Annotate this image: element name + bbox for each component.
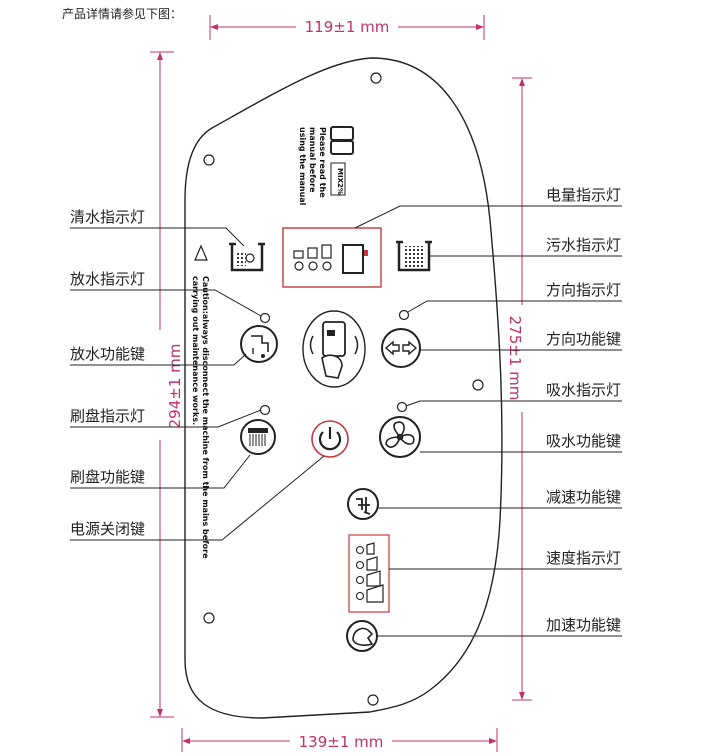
label-water-release-button: 放水功能键 [70, 345, 145, 363]
arrow-left-icon [384, 340, 400, 356]
water-release-button[interactable] [240, 325, 278, 363]
labels-right: 电量指示灯 污水指示灯 方向指示灯 方向功能键 吸水指示灯 吸水功能键 减速功能… [546, 186, 621, 634]
brush-icon [248, 428, 268, 433]
dimension-right: 275±1 mm [506, 77, 532, 701]
rabbit-icon [352, 627, 374, 646]
dirty-water-indicator-icon [396, 240, 432, 272]
mix-badge: MIX2% [330, 162, 346, 196]
svg-text:MIX2%: MIX2% [336, 168, 344, 195]
dimension-top-label: 119±1 mm [305, 18, 390, 36]
faucet-icon [251, 335, 269, 352]
suction-led [396, 401, 408, 413]
label-slow-down-button: 减速功能键 [546, 488, 621, 506]
speed-indicator-group [348, 534, 390, 613]
label-clean-water-indicator: 清水指示灯 [70, 208, 145, 226]
arrow-right-icon [402, 340, 418, 356]
label-suction-indicator: 吸水指示灯 [546, 381, 621, 399]
hand-icon [321, 354, 343, 379]
card-reader-area[interactable] [302, 310, 366, 388]
label-power-button: 电源关闭键 [70, 520, 145, 538]
panel-outline [184, 57, 503, 719]
caution-note-line: carrying out maintenance works. [191, 276, 200, 425]
battery-led [308, 261, 318, 271]
clean-water-indicator-icon [229, 242, 265, 272]
brush-led [259, 404, 271, 416]
power-button[interactable] [311, 420, 349, 458]
battery-terminal [364, 250, 368, 256]
mounting-hole [367, 694, 379, 706]
brush-button[interactable] [240, 419, 276, 455]
power-icon [318, 431, 342, 451]
label-water-release-indicator: 放水指示灯 [70, 270, 145, 288]
mounting-holes [203, 72, 484, 706]
speed-led [355, 591, 365, 601]
manual-note-line: manual before [308, 127, 317, 193]
dimension-right-label: 275±1 mm [506, 316, 524, 401]
battery-indicator-group [282, 227, 382, 288]
speed-level-bar [366, 570, 381, 587]
label-battery-indicator: 电量指示灯 [546, 186, 621, 204]
fan-icon [385, 421, 415, 448]
caution-note-line: Caution:always disconnect the machine fr… [201, 276, 210, 559]
manual-note-line: using the manual [298, 127, 307, 206]
label-direction-button: 方向功能键 [546, 330, 621, 348]
speed-led [355, 575, 365, 585]
battery-level-bar [307, 247, 318, 259]
speed-up-button[interactable] [346, 620, 378, 652]
mounting-hole [472, 379, 484, 391]
caution-note: Caution:always disconnect the machine fr… [191, 244, 210, 559]
battery-level-bar [293, 250, 304, 259]
dimension-left-label: 294±1 mm [166, 344, 184, 429]
leader-lines-right [354, 205, 622, 637]
label-speed-indicator: 速度指示灯 [546, 549, 621, 567]
speed-level-bar [366, 584, 384, 603]
label-dirty-water-indicator: 污水指示灯 [546, 236, 621, 254]
speed-level-bar [366, 556, 378, 571]
label-direction-indicator: 方向指示灯 [546, 281, 621, 299]
manual-note-line: Please read the [318, 127, 327, 198]
battery-icon [342, 244, 364, 274]
mounting-hole [203, 154, 215, 166]
labels-left: 清水指示灯 放水指示灯 放水功能键 刷盘指示灯 刷盘功能键 电源关闭键 [70, 208, 145, 538]
battery-level-bar [321, 244, 332, 259]
page-caption: 产品详情请参见下图： [62, 7, 183, 21]
book-icon [330, 126, 354, 155]
slow-down-button[interactable] [347, 488, 379, 520]
mounting-hole [203, 612, 215, 624]
dimension-bottom: 139±1 mm [181, 728, 498, 752]
speed-level-bar [366, 542, 375, 555]
mounting-hole [370, 72, 382, 84]
turtle-icon [356, 497, 371, 515]
dimension-top: 119±1 mm [209, 15, 485, 40]
dimension-left: 294±1 mm [150, 51, 184, 718]
battery-led [322, 261, 332, 271]
manual-note: MIX2% Please read the manual before usin… [298, 126, 354, 206]
label-brush-indicator: 刷盘指示灯 [70, 407, 145, 425]
dimension-bottom-label: 139±1 mm [299, 733, 384, 751]
label-brush-button: 刷盘功能键 [70, 468, 145, 486]
speed-led [355, 545, 365, 555]
label-speed-up-button: 加速功能键 [546, 616, 621, 634]
direction-button[interactable] [381, 328, 421, 368]
warning-triangle-icon [194, 244, 208, 261]
speed-led [355, 560, 365, 570]
leader-lines-left [70, 227, 325, 541]
suction-button[interactable] [379, 416, 421, 458]
battery-led [294, 261, 304, 271]
water-release-led [259, 312, 271, 324]
label-suction-button: 吸水功能键 [546, 432, 621, 450]
direction-led [398, 309, 410, 321]
